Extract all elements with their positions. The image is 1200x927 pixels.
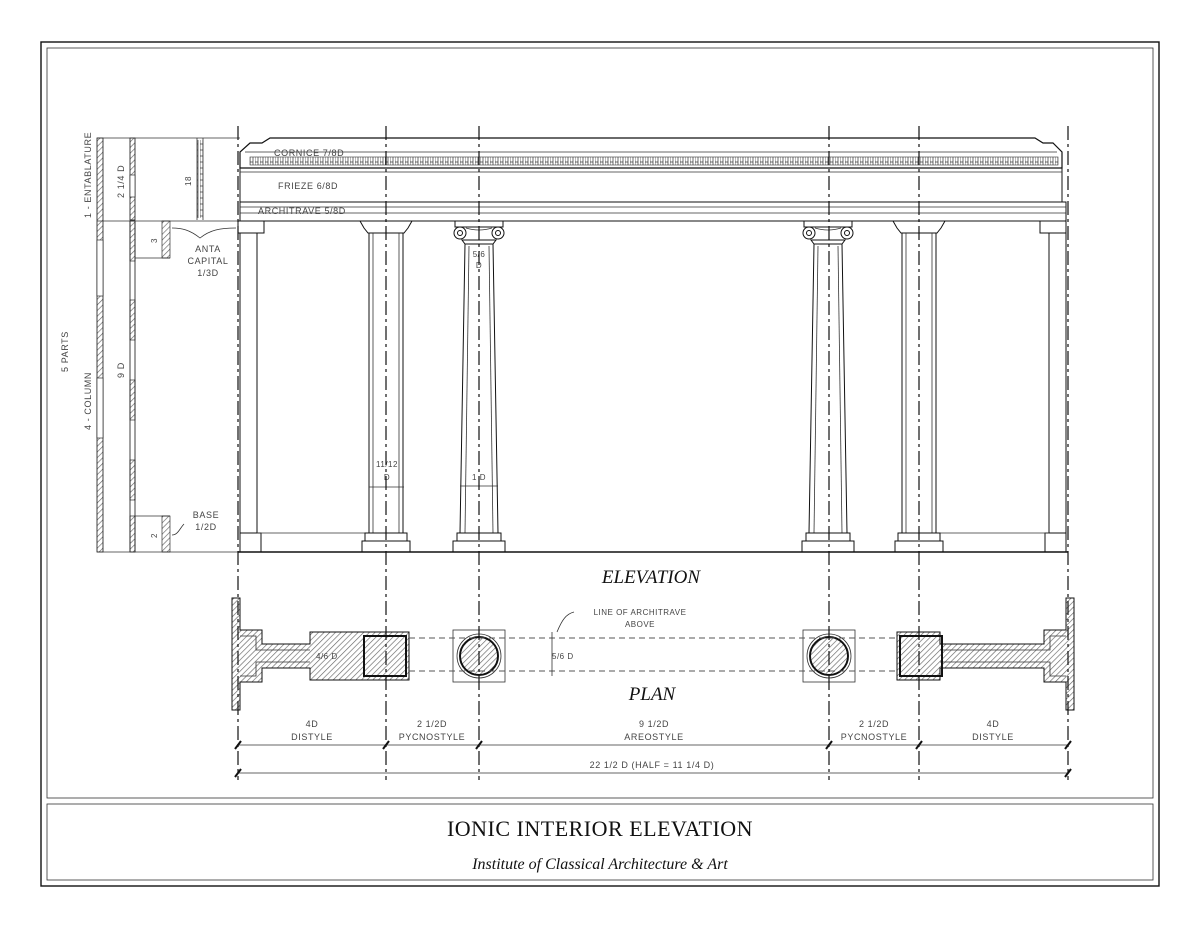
overall-dimension-label: 22 1/2 D (HALF = 11 1/4 D) [590,760,715,770]
anta-capital-label-1: ANTA [195,244,221,254]
nine-d-label: 9 D [116,362,126,378]
plan-heading: PLAN [628,684,677,705]
cornice-label: CORNICE 7/8D [274,148,344,158]
dimension-value-3: 9 1/2D [639,719,669,729]
dimension-value-2: 2 1/2D [417,719,447,729]
eighteen-label: 18 [184,176,193,186]
entablature-label: 1 - ENTABLATURE [83,132,93,218]
line-of-architrave-label-2: ABOVE [625,620,655,629]
drawing-frame [46,47,1154,799]
plan-walls [231,597,1075,711]
right-ionic-column [801,220,855,553]
column-label: 4 - COLUMN [83,372,93,430]
five-sixth-d-label: D [476,261,482,270]
base-label-1: BASE [193,510,219,520]
proportion-scale [96,137,240,553]
dimension-name-3: AREOSTYLE [624,732,683,742]
dimension-value-5: 4D [987,719,1000,729]
anta-capital-label-2: CAPITAL [187,256,228,266]
eleven-twelfth-d-label: D [384,473,390,482]
right-anta [1039,220,1067,553]
dimension-name-5: DISTYLE [972,732,1014,742]
column-centerlines [237,126,1069,780]
two-label: 2 [150,533,159,538]
architrave-label: ARCHITRAVE 5/8D [258,206,346,216]
frieze-label: FRIEZE 6/8D [278,181,338,191]
two-quarter-d-label: 2 1/4 D [116,165,126,198]
left-anta [237,220,265,553]
four-sixth-plan-label: 4/6 D [316,652,338,661]
dimension-value-1: 4D [306,719,319,729]
line-of-architrave-label-1: LINE OF ARCHITRAVE [594,608,687,617]
dimension-name-2: PYCNOSTYLE [399,732,466,742]
entablature [239,137,1067,222]
three-label: 3 [150,238,159,243]
dimension-lines [234,740,1072,778]
dimension-name-1: DISTYLE [291,732,333,742]
elevation-heading: ELEVATION [601,567,701,588]
base-label-2: 1/2D [195,522,216,532]
anta-capital-label-3: 1/3D [197,268,218,278]
title-block-frame [46,803,1154,881]
dimension-name-4: PYCNOSTYLE [841,732,908,742]
eleven-twelfth-label: 11/12 [376,460,398,469]
sheet-outer-border [40,41,1160,887]
dimension-value-4: 2 1/2D [859,719,889,729]
five-sixth-plan-label: 5/6 D [552,652,574,661]
five-parts-label: 5 PARTS [60,331,70,372]
drawing-subtitle: Institute of Classical Architecture & Ar… [471,856,728,873]
drawing-title: IONIC INTERIOR ELEVATION [447,816,753,841]
